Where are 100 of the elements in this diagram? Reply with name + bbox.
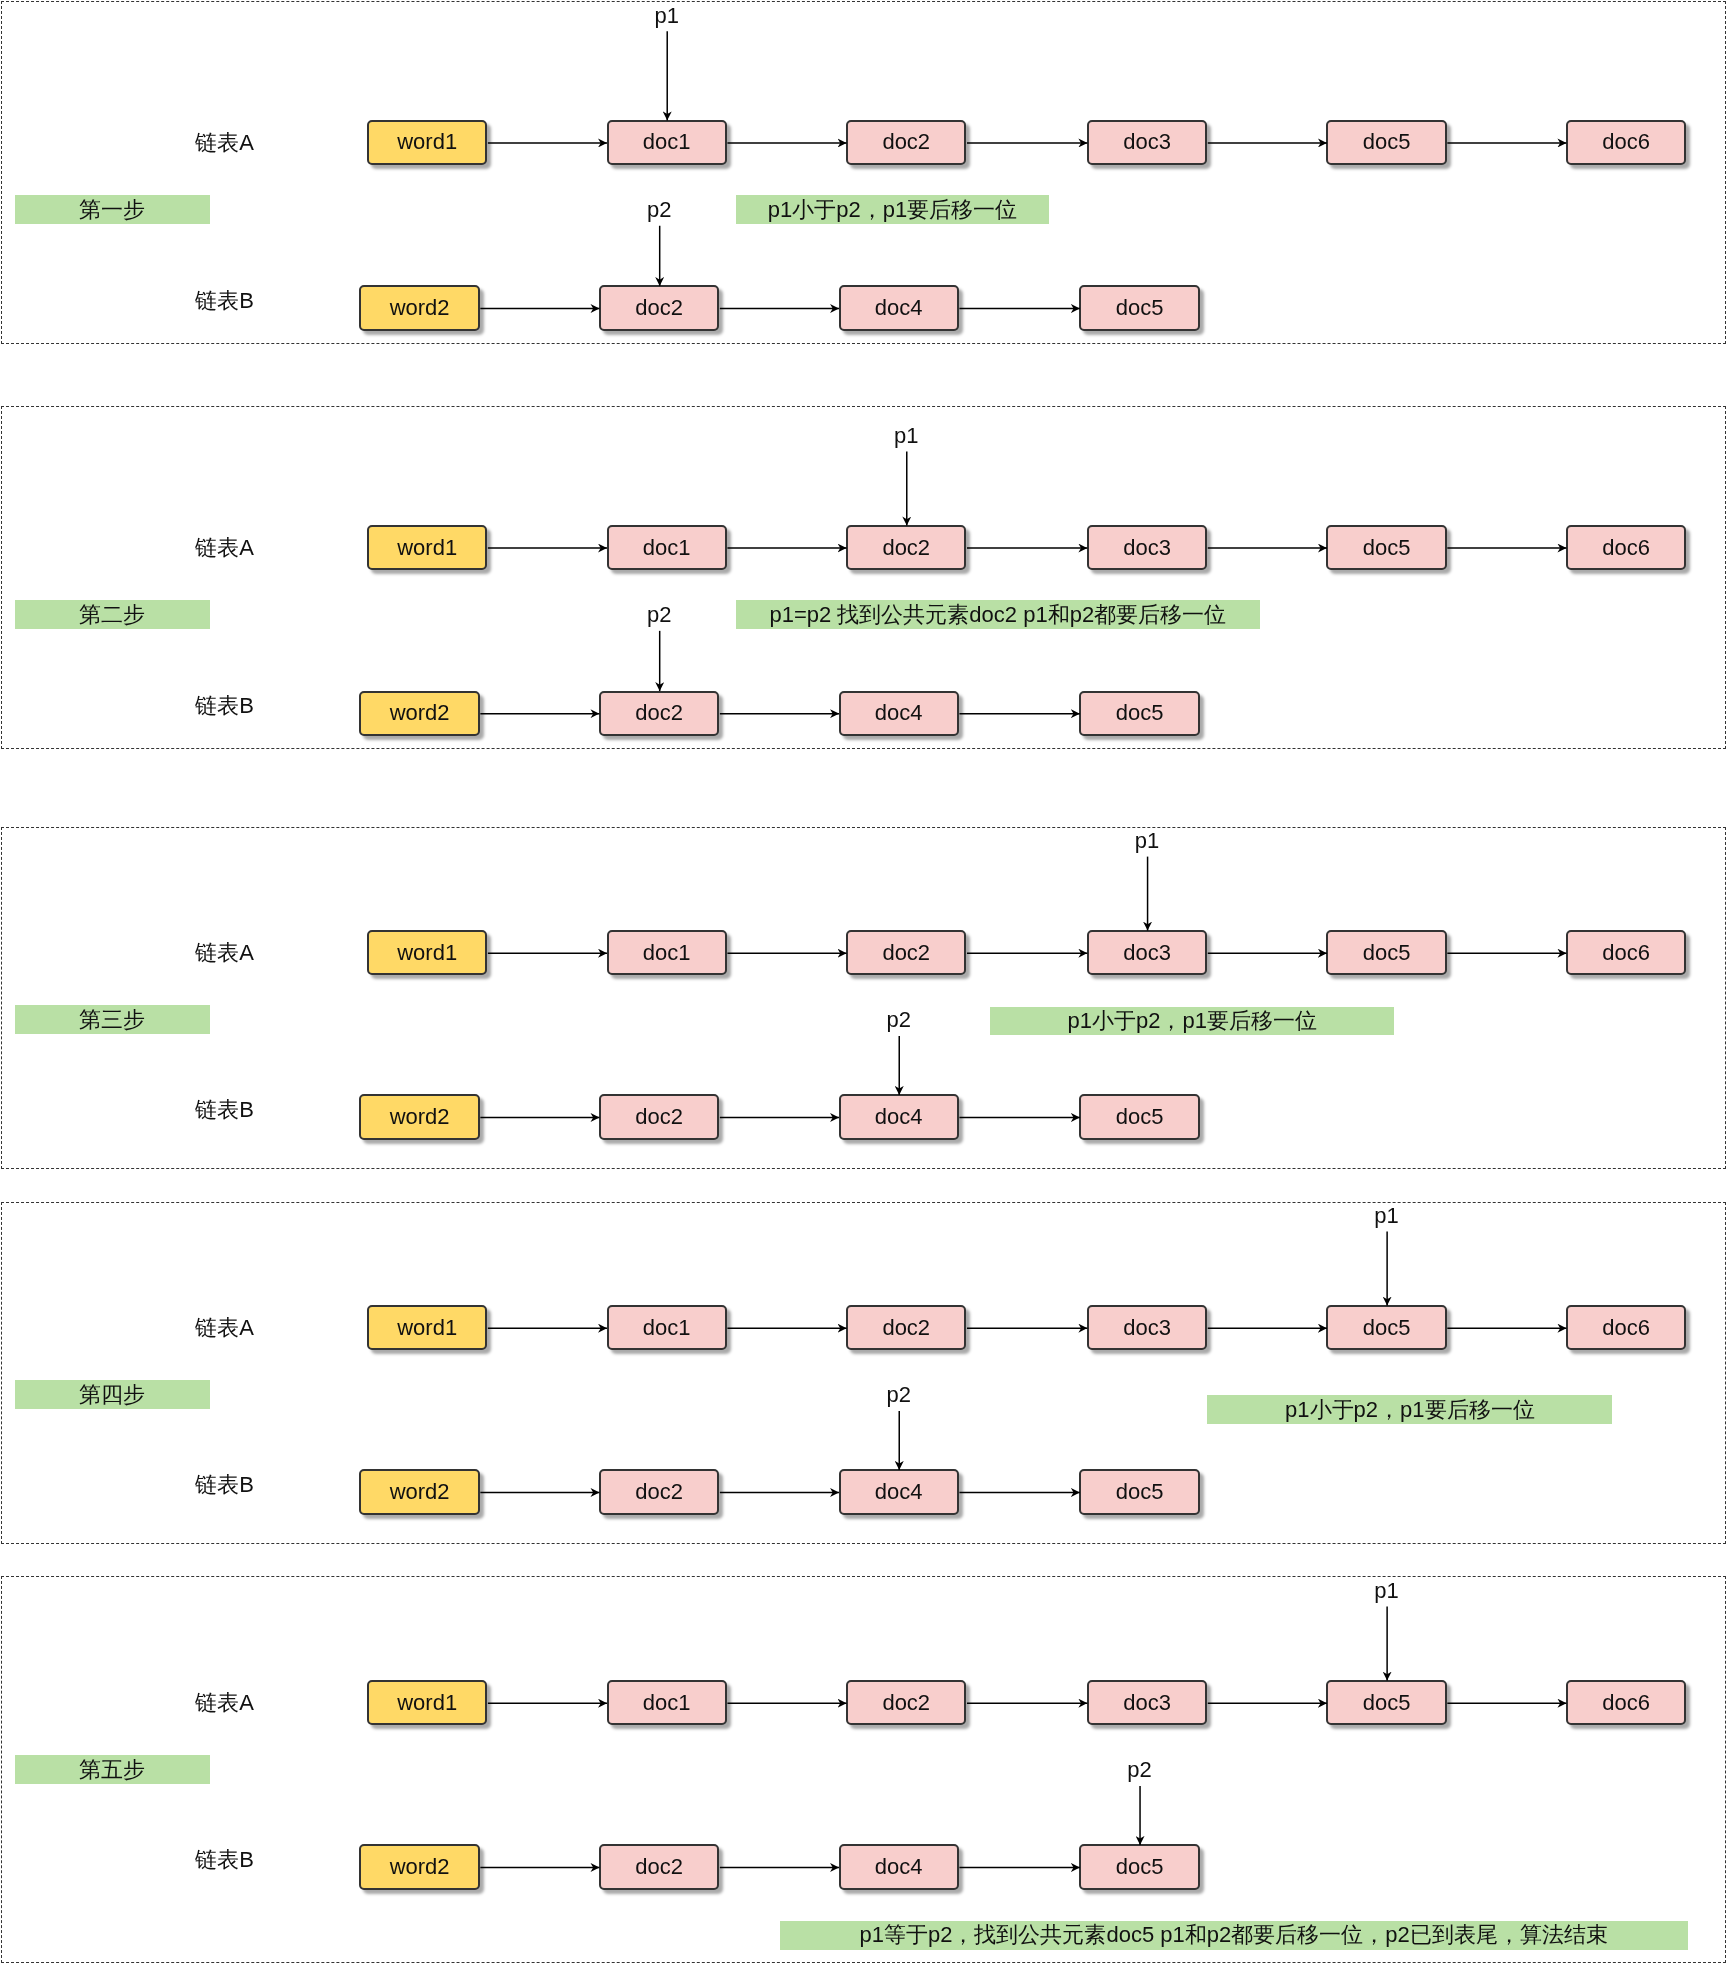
doc-box: doc4 xyxy=(838,690,959,736)
doc-box: doc4 xyxy=(838,1094,959,1140)
doc-box: doc2 xyxy=(599,285,720,331)
list-label: 链表A xyxy=(194,534,255,563)
arrow xyxy=(719,1862,840,1872)
arrow xyxy=(1207,1698,1328,1708)
list-label: 链表A xyxy=(194,1689,255,1718)
step-panel xyxy=(1,826,1726,1169)
pointer-label: p2 xyxy=(1114,1755,1165,1786)
list-label: 链表B xyxy=(194,1095,255,1124)
doc-box: doc3 xyxy=(1086,525,1208,571)
doc-box: doc2 xyxy=(599,1094,720,1140)
doc-box: doc5 xyxy=(1079,1094,1200,1140)
arrow xyxy=(1446,948,1568,958)
word-box: word2 xyxy=(359,1094,480,1140)
doc-box: doc6 xyxy=(1565,119,1687,166)
doc-box: doc2 xyxy=(846,1305,967,1351)
doc-box: doc5 xyxy=(1079,1844,1200,1890)
doc-box: doc5 xyxy=(1326,525,1447,571)
word-box: word2 xyxy=(359,285,480,331)
doc-box: doc2 xyxy=(599,1844,720,1890)
list-label: 链表B xyxy=(194,1845,255,1874)
arrow xyxy=(726,948,848,958)
arrow xyxy=(966,138,1089,148)
arrow xyxy=(726,1323,848,1333)
arrow xyxy=(726,543,848,553)
doc-box: doc3 xyxy=(1086,1680,1208,1726)
arrow xyxy=(1207,1323,1328,1333)
doc-box: doc5 xyxy=(1079,285,1200,331)
arrow xyxy=(1207,138,1328,148)
doc-box: doc1 xyxy=(606,119,727,166)
arrow xyxy=(966,543,1089,553)
doc-box: doc4 xyxy=(838,1469,959,1515)
step-band: 第一步 xyxy=(14,195,211,224)
list-label: 链表B xyxy=(194,692,255,721)
doc-box: doc2 xyxy=(599,1469,720,1515)
doc-box: doc5 xyxy=(1326,1305,1447,1351)
doc-box: doc6 xyxy=(1565,1305,1687,1351)
doc-box: doc1 xyxy=(606,930,727,976)
arrow xyxy=(487,1323,608,1333)
pointer-label: p1 xyxy=(641,0,692,31)
doc-box: doc2 xyxy=(846,525,967,571)
arrow xyxy=(958,1487,1081,1497)
word-box: word2 xyxy=(359,1844,480,1890)
step-band: 第四步 xyxy=(14,1380,211,1410)
word-box: word1 xyxy=(366,1680,488,1726)
doc-box: doc2 xyxy=(599,690,720,736)
list-label: 链表A xyxy=(194,128,255,157)
note-band: p1小于p2，p1要后移一位 xyxy=(990,1006,1395,1036)
arrow xyxy=(1446,1323,1568,1333)
doc-box: doc5 xyxy=(1326,1680,1447,1726)
word-box: word1 xyxy=(366,525,488,571)
arrow xyxy=(958,1862,1081,1872)
step-band: 第二步 xyxy=(14,600,211,630)
doc-box: doc1 xyxy=(606,525,727,571)
pointer-label: p1 xyxy=(1361,1201,1412,1232)
arrow xyxy=(958,709,1081,719)
arrow xyxy=(662,30,672,122)
arrow xyxy=(958,304,1081,314)
arrow xyxy=(726,138,848,148)
pointer-label: p2 xyxy=(634,600,685,631)
arrow xyxy=(966,1323,1089,1333)
doc-box: doc5 xyxy=(1326,119,1447,166)
doc-box: doc3 xyxy=(1086,119,1208,166)
note-band: p1等于p2，找到公共元素doc5 p1和p2都要后移一位，p2已到表尾，算法结束 xyxy=(779,1920,1688,1950)
arrow xyxy=(966,948,1089,958)
pointer-label: p2 xyxy=(873,1380,924,1411)
doc-box: doc5 xyxy=(1326,930,1447,976)
arrow xyxy=(1135,1785,1145,1846)
arrow xyxy=(1446,138,1568,148)
arrow xyxy=(487,138,608,148)
list-label: 链表B xyxy=(194,287,255,315)
arrow xyxy=(894,1035,904,1096)
pointer-label: p2 xyxy=(634,195,685,226)
step-band: 第五步 xyxy=(14,1755,211,1785)
pointer-label: p1 xyxy=(1361,1576,1412,1607)
arrow xyxy=(479,304,601,314)
arrow xyxy=(726,1698,848,1708)
arrow xyxy=(1143,855,1153,932)
list-label: 链表A xyxy=(194,939,255,968)
arrow xyxy=(487,543,608,553)
step-panel xyxy=(1,1576,1726,1963)
arrow xyxy=(719,709,840,719)
arrow xyxy=(894,1410,904,1471)
arrow xyxy=(479,709,601,719)
arrow xyxy=(487,948,608,958)
doc-box: doc2 xyxy=(846,1680,967,1726)
arrow xyxy=(719,1112,840,1122)
arrow xyxy=(719,1487,840,1497)
step-band: 第三步 xyxy=(14,1005,211,1035)
pointer-label: p1 xyxy=(881,420,932,451)
doc-box: doc2 xyxy=(846,930,967,976)
doc-box: doc4 xyxy=(838,285,959,331)
word-box: word2 xyxy=(359,1469,480,1515)
note-band: p1小于p2，p1要后移一位 xyxy=(735,195,1050,224)
doc-box: doc2 xyxy=(846,119,967,166)
arrow xyxy=(479,1112,601,1122)
arrow xyxy=(479,1487,601,1497)
arrow xyxy=(958,1112,1081,1122)
doc-box: doc6 xyxy=(1565,1680,1687,1726)
